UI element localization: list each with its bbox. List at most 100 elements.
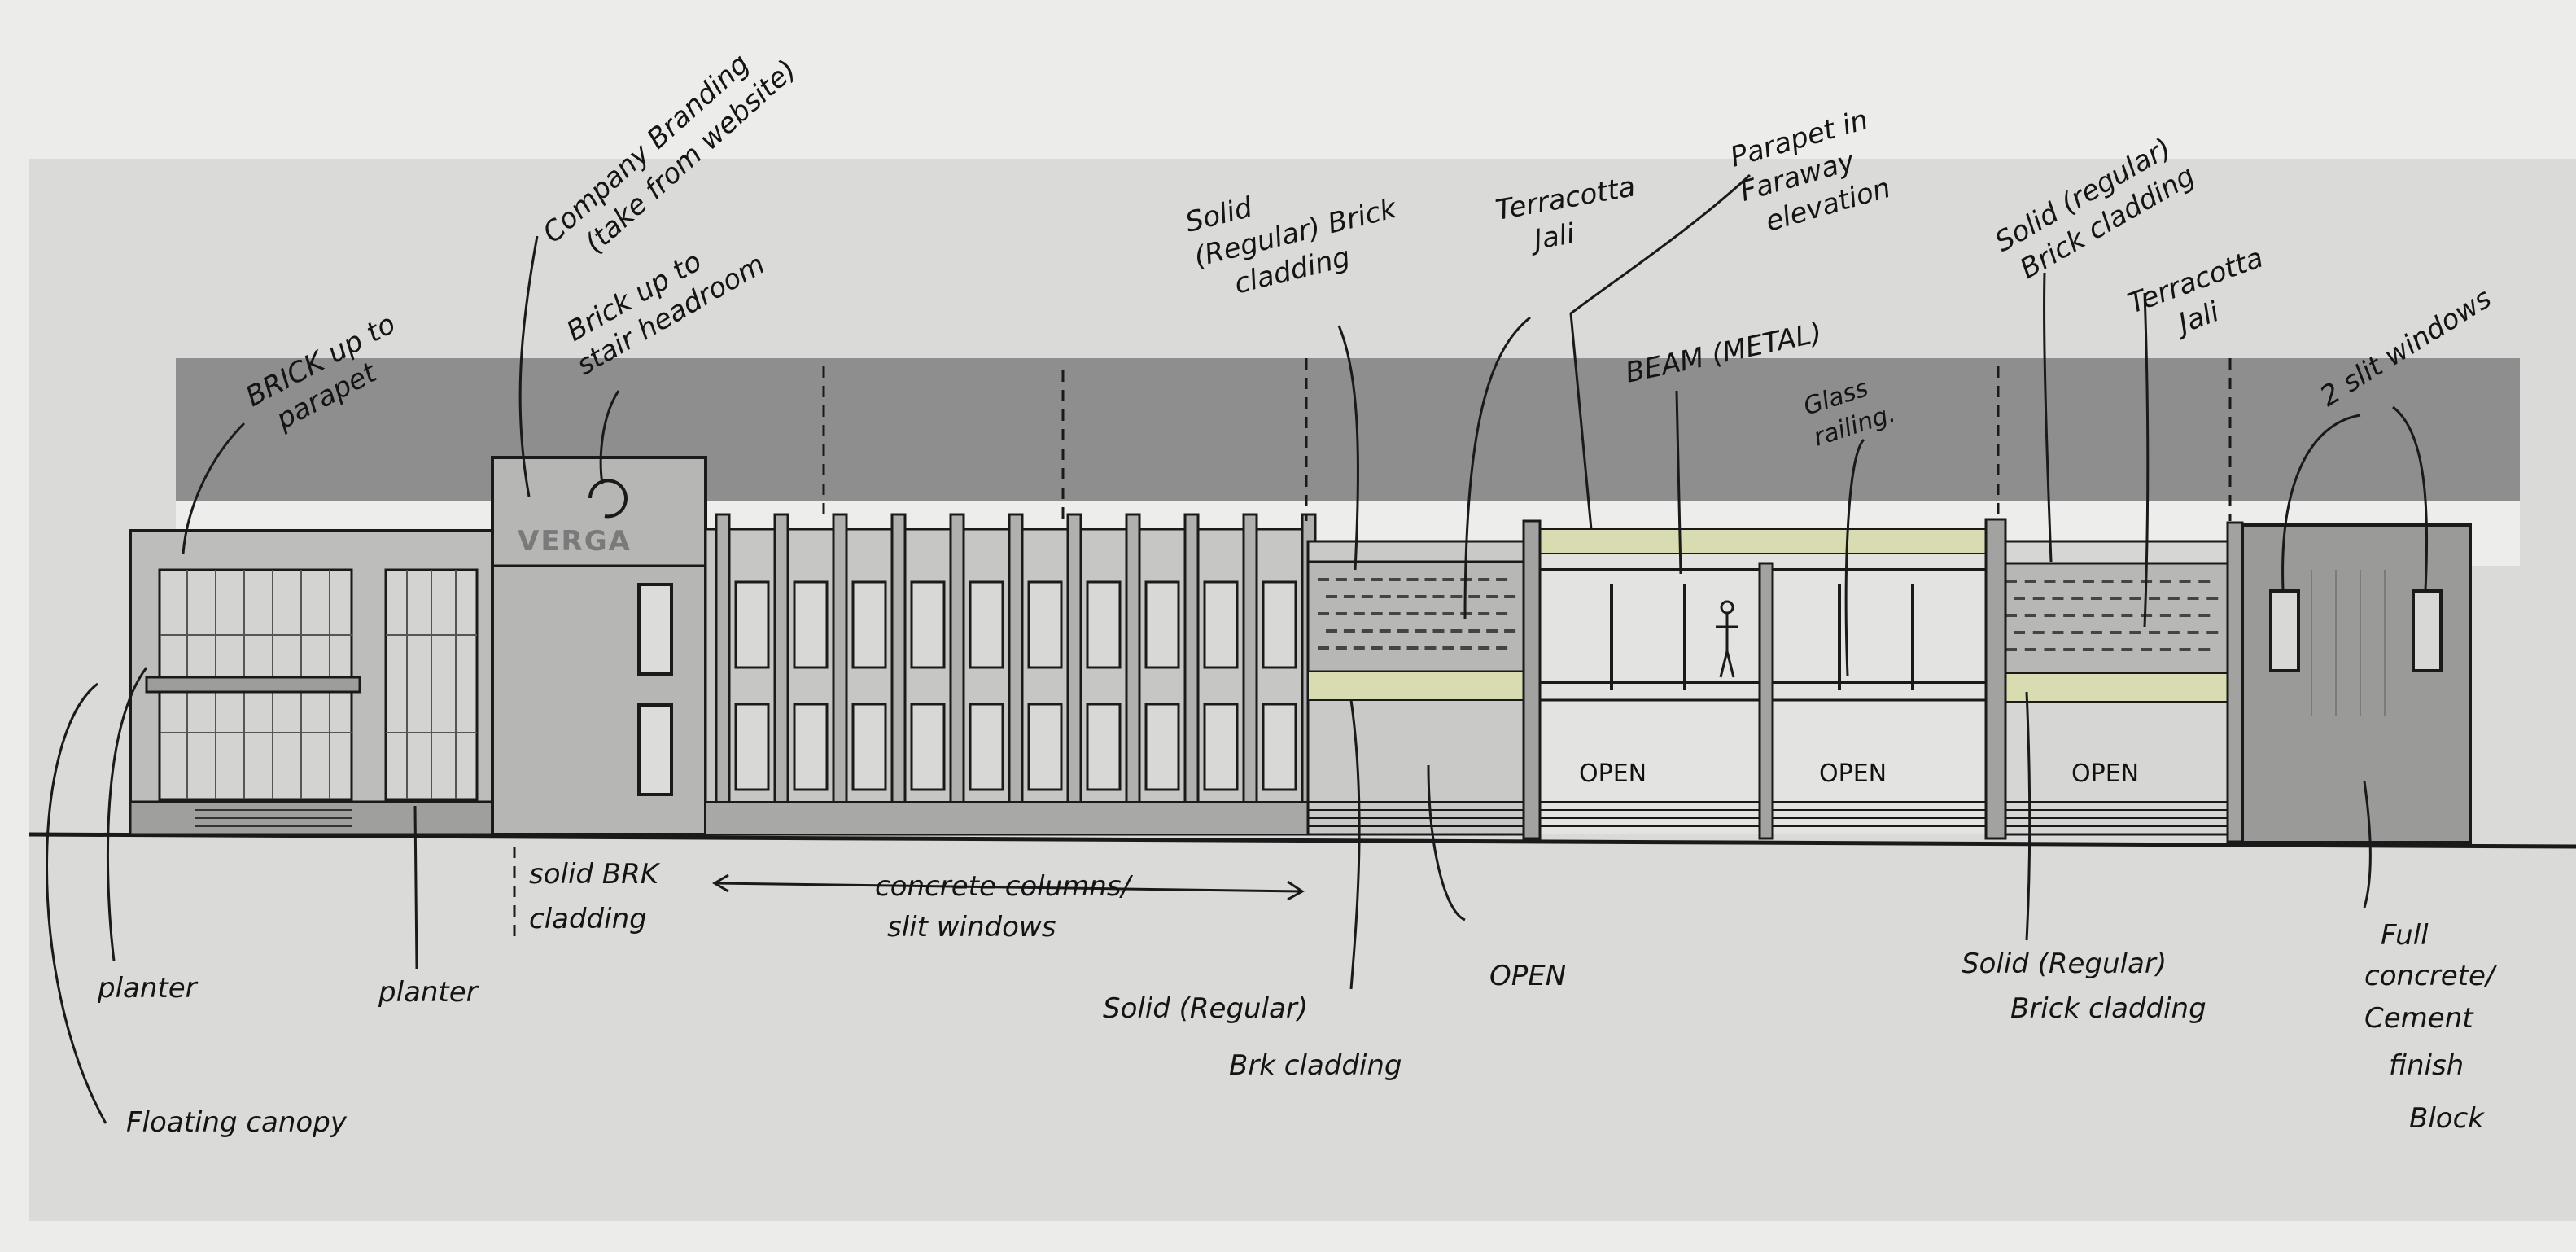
jali-tile [2198, 648, 2211, 651]
jali-tile [2110, 597, 2122, 600]
slit-window [1144, 580, 1180, 669]
jali-tile [1371, 646, 1383, 650]
jali-tile [1478, 612, 1490, 615]
jali-tile [2167, 597, 2180, 600]
label-solid-brick-bottom-mid-1: Solid (Regular) [1103, 992, 1308, 1025]
jali-tile [1415, 629, 1427, 633]
jali-bay-2 [1984, 518, 2244, 843]
left-planter-block [129, 529, 494, 836]
jali-tile [1415, 595, 1427, 598]
jali-tile [2071, 597, 2084, 600]
concrete-column [773, 513, 789, 836]
jali-tile [1361, 629, 1373, 633]
slit-window [1027, 580, 1063, 669]
jali-tile [2090, 631, 2102, 634]
jali-tile [1379, 629, 1391, 633]
slit-window [1262, 703, 1297, 791]
slit-window [969, 703, 1004, 791]
jali-tile [1478, 646, 1490, 650]
jali-tile [2206, 597, 2219, 600]
jali-tile [2187, 631, 2199, 634]
jali-tile [1397, 629, 1409, 633]
jali-tile [1326, 629, 1337, 633]
slit-window [1086, 703, 1122, 791]
jali-tile [1450, 595, 1463, 598]
ground-line [28, 832, 2576, 849]
jali-tile [2090, 597, 2102, 600]
jali-tile [2129, 631, 2141, 634]
jali-tile [2206, 631, 2219, 634]
jali-tile [1504, 629, 1516, 633]
label-concrete-columns-2: slit windows [887, 911, 1056, 943]
jali-tile [2024, 648, 2036, 651]
jali-tile [1496, 646, 1508, 650]
jali-tile [2063, 648, 2075, 651]
concrete-column [1008, 513, 1024, 836]
jali-tile [2149, 631, 2161, 634]
jali-tile [1318, 646, 1329, 650]
jali-tile [2052, 631, 2064, 634]
jali-tile [2014, 631, 2025, 634]
jali-tile [2198, 614, 2211, 617]
floating-canopy [145, 676, 361, 694]
slit-window [969, 580, 1004, 669]
concrete-column [1066, 513, 1082, 836]
jali-tile [2005, 614, 2017, 617]
slit-window [1203, 703, 1239, 791]
jali-tile [1389, 646, 1401, 650]
label-full-concrete-1: Full [2381, 919, 2429, 952]
jali-tile [1371, 578, 1383, 581]
jali-tile [1406, 612, 1419, 615]
jali-tile [2159, 614, 2171, 617]
slit-window [734, 703, 770, 791]
slit-window [910, 703, 946, 791]
jali-tile [1389, 578, 1401, 581]
open-bay-label-3: OPEN [2071, 760, 2139, 788]
label-planter-1: planter [97, 972, 199, 1005]
label-solid-brick-bottom-mid-2: Brk cladding [1229, 1049, 1402, 1082]
branding-logo-icon [588, 479, 628, 519]
slit-window [1086, 580, 1122, 669]
jali-tile [2149, 597, 2161, 600]
concrete-column [832, 513, 848, 836]
jali-tile [2044, 614, 2056, 617]
jali-tile [1353, 646, 1365, 650]
jali-tile [1353, 612, 1365, 615]
label-open-bottom: OPEN [1489, 960, 1566, 992]
jali-tile [2101, 648, 2114, 651]
open-bay-label-2: OPEN [1819, 760, 1887, 788]
concrete-column [1242, 513, 1258, 836]
slit-window [734, 580, 770, 669]
jali-tile [1442, 612, 1454, 615]
jali-tile [2159, 580, 2171, 583]
jali-tile [2101, 614, 2114, 617]
jali-tile [2141, 648, 2153, 651]
slit-window [1144, 703, 1180, 791]
jali-tile [1486, 595, 1498, 598]
jali-tile [1424, 612, 1437, 615]
jali-tile [1406, 578, 1419, 581]
jali-bay-1 [1306, 540, 1525, 836]
label-full-concrete-3: Cement [2364, 1002, 2474, 1035]
jali-tile [2141, 614, 2153, 617]
jali-tile [1504, 595, 1516, 598]
jali-tile [2121, 580, 2133, 583]
jali-tile [1335, 646, 1347, 650]
jali-tile [2110, 631, 2122, 634]
jali-tile [2167, 631, 2180, 634]
jali-tile [2032, 597, 2045, 600]
jali-tile [2198, 580, 2211, 583]
slit-window [793, 580, 829, 669]
jali-tile [2121, 648, 2133, 651]
label-solid-brk-cladding-1: solid BRK [529, 858, 661, 891]
label-floating-canopy: Floating canopy [126, 1106, 348, 1139]
jali-tile [1478, 578, 1490, 581]
label-solid-brick-bottom-right-1: Solid (Regular) [1962, 948, 2167, 980]
jali-tile [1361, 595, 1373, 598]
jali-tile [2024, 580, 2036, 583]
jali-tile [2032, 631, 2045, 634]
jali-tile [1432, 629, 1445, 633]
jali-tile [1486, 629, 1498, 633]
jali-tile [2044, 580, 2056, 583]
concrete-column [1125, 513, 1141, 836]
